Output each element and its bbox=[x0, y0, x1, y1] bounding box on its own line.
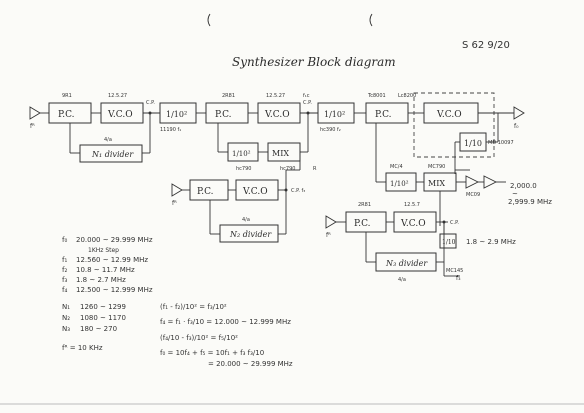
pc5-label: P.C. bbox=[354, 219, 371, 229]
n2-part: 4/a bbox=[242, 217, 250, 223]
cp4-label: C.P. f₃ bbox=[291, 188, 305, 194]
spec-value-1: 1KHz Step bbox=[88, 247, 119, 254]
pc5-part: 2R81 bbox=[358, 202, 371, 208]
mix1-label: MIX bbox=[272, 149, 289, 158]
pc2-part: 2R81 bbox=[222, 93, 235, 99]
hole-mark-left bbox=[207, 13, 211, 27]
divider-value-0: 1260 ~ 1299 bbox=[80, 303, 126, 311]
small-divider-label: 1/10 bbox=[442, 239, 456, 246]
divider-label-1: N₂ bbox=[62, 314, 70, 322]
n2-divider-label: N₂ divider bbox=[229, 230, 272, 239]
fc-label: f₁c bbox=[303, 93, 310, 99]
equation-0: (f₁ - f₂)/10² = f₃/10² bbox=[160, 303, 227, 311]
top-divider-2-label: 1/10² bbox=[324, 110, 345, 119]
range-small-label: 1.8 ~ 2.9 MHz bbox=[466, 238, 516, 246]
output-label: f₀ bbox=[514, 123, 519, 130]
output-triangle bbox=[513, 106, 525, 120]
buffer-part: MC09 bbox=[466, 192, 480, 198]
pc1-part: 9R1 bbox=[62, 93, 72, 99]
vco1-part: 12.5.27 bbox=[108, 93, 127, 99]
vco3-shield-outline bbox=[413, 92, 495, 158]
vco5-label: V.C.O bbox=[400, 219, 426, 229]
spec-label-0: f₀ bbox=[62, 236, 67, 244]
divider-value-2: 180 ~ 270 bbox=[80, 325, 117, 333]
equation-4: = 20.000 ~ 29.999 MHz bbox=[208, 360, 293, 368]
bottom-divider-part: MC/4 bbox=[390, 164, 403, 170]
input-label-2: fᴿ bbox=[172, 200, 177, 207]
vco2-part: 12.5.27 bbox=[266, 93, 285, 99]
input-triangle-3 bbox=[325, 215, 337, 229]
dividers-list: N₁ 1260 ~ 1299 N₂ 1080 ~ 1170 N₃ 180 ~ 2… bbox=[62, 303, 126, 333]
spec-value-0: 20.000 ~ 29.999 MHz bbox=[76, 236, 153, 244]
small-divider-block bbox=[439, 233, 457, 249]
input-label-1: fᴿ bbox=[30, 123, 35, 130]
spec-value-3: 10.8 ~ 11.7 MHz bbox=[76, 266, 135, 274]
vf-divider-label: 1/10 bbox=[464, 139, 482, 148]
n3-part-b: MC145 bbox=[446, 268, 463, 274]
mix2-part: MC790 bbox=[428, 164, 445, 170]
output-range-start: 2,000.0 bbox=[510, 182, 537, 190]
cp5-label: C.P. bbox=[450, 220, 459, 226]
mix2-label: MIX bbox=[428, 179, 445, 188]
n1-divider-label: N₁ divider bbox=[91, 150, 134, 159]
mid-divider-part: hc790 bbox=[236, 166, 251, 172]
n1-divider-block bbox=[79, 144, 143, 163]
input-triangle-2 bbox=[171, 183, 183, 197]
mid-divider-label: 1/10² bbox=[232, 150, 251, 158]
n1-part: 4/a bbox=[104, 137, 112, 143]
spec-label-3: f₂ bbox=[62, 266, 67, 274]
divider-label-0: N₁ bbox=[62, 303, 70, 311]
input-triangle-1 bbox=[29, 106, 41, 120]
f2-note: hc390 f₂ bbox=[320, 127, 341, 133]
vco5-part: 12.5.7 bbox=[404, 202, 420, 208]
spec-value-5: 12.500 ~ 12.999 MHz bbox=[76, 286, 153, 294]
vco4-label: V.C.O bbox=[242, 187, 268, 197]
cp2-label: C.P. bbox=[303, 100, 312, 106]
vco1-label: V.C.O bbox=[107, 110, 133, 120]
n2-divider-block bbox=[219, 224, 279, 243]
mix1-part: hc790 bbox=[280, 166, 295, 172]
output-range-end: 2,999.9 MHz bbox=[508, 198, 552, 206]
r-label: R bbox=[313, 166, 317, 172]
sheet-reference: S 62 9/20 bbox=[462, 40, 510, 51]
pc3-label: P.C. bbox=[375, 110, 392, 120]
divider-value-1: 1080 ~ 1170 bbox=[80, 314, 126, 322]
input-label-3: fᴿ bbox=[326, 232, 331, 239]
reference-frequency: fᴿ = 10 KHz bbox=[62, 344, 103, 352]
specs-list: f₀ 20.000 ~ 29.999 MHz 1KHz Step f₁ 12.5… bbox=[62, 236, 153, 294]
pc3-part: Tc8001 bbox=[367, 93, 386, 99]
equation-2: (f₄/10 - f₃)/10² = f₅/10² bbox=[160, 334, 238, 342]
pc3-part-b: Lc8200 bbox=[398, 93, 416, 99]
spec-value-4: 1.8 ~ 2.7 MHz bbox=[76, 276, 126, 284]
svg-text:~: ~ bbox=[512, 190, 518, 198]
bottom-divider-label: 1/10² bbox=[390, 180, 409, 188]
top-divider-1-label: 1/10² bbox=[166, 110, 187, 119]
divider-label-2: N₃ bbox=[62, 325, 70, 333]
vco3-label: V.C.O bbox=[436, 110, 462, 120]
spec-label-5: f₄ bbox=[62, 286, 67, 294]
diagram-title: Synthesizer Block diagram bbox=[232, 55, 396, 69]
equations: (f₁ - f₂)/10² = f₃/10² f₄ = f₁ · f₃/10 =… bbox=[160, 303, 293, 368]
vco2-label: V.C.O bbox=[264, 110, 290, 120]
pc2-label: P.C. bbox=[215, 110, 232, 120]
f1-note: 11190 f₁ bbox=[160, 127, 181, 133]
pc1-label: P.C. bbox=[58, 110, 75, 120]
n3-part: 4/a bbox=[398, 277, 406, 283]
buffer-triangle-1 bbox=[465, 175, 480, 189]
cp1-label: C.P. bbox=[146, 100, 155, 106]
buffer-triangle-2 bbox=[483, 175, 498, 189]
n3-divider-label: N₃ divider bbox=[385, 259, 428, 268]
equation-1: f₄ = f₁ · f₃/10 = 12.000 ~ 12.999 MHz bbox=[160, 318, 291, 326]
equation-3: f₀ = 10f₄ + f₅ = 10f₁ + f₃ f₃/10 bbox=[160, 349, 264, 357]
spec-label-2: f₁ bbox=[62, 256, 67, 264]
vf-part: MD 10097 bbox=[488, 140, 514, 146]
pc4-label: P.C. bbox=[197, 187, 214, 197]
spec-value-2: 12.560 ~ 12.99 MHz bbox=[76, 256, 148, 264]
f3-label: f₃ bbox=[456, 275, 461, 282]
spec-label-4: f₃ bbox=[62, 276, 67, 284]
hole-mark-right bbox=[369, 13, 373, 27]
